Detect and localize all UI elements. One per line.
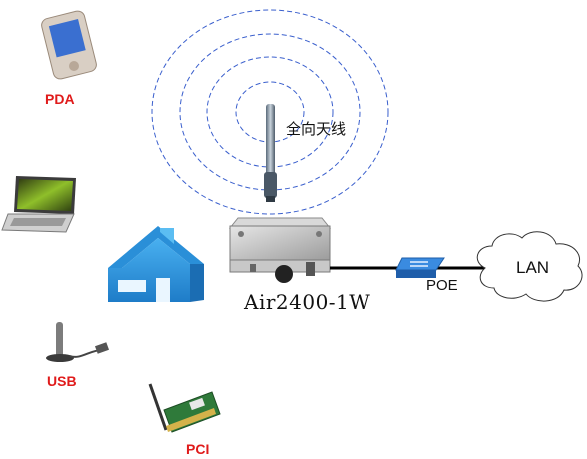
wave-ring-4: [151, 9, 389, 215]
pda-label: PDA: [45, 91, 75, 107]
poe-switch-icon: [395, 257, 445, 278]
usb-adapter-icon: [46, 322, 110, 362]
house-icon: [108, 226, 204, 302]
pci-card-icon: [148, 383, 221, 433]
omni-antenna-icon: [264, 104, 277, 202]
lan-label: LAN: [516, 258, 550, 277]
access-point-label: Air2400-1W: [244, 290, 371, 314]
access-point-icon: [228, 217, 332, 283]
pda-icon: [41, 10, 97, 80]
usb-label: USB: [47, 373, 77, 389]
lan-cloud-icon: [476, 231, 583, 302]
poe-switch-label: POE: [426, 277, 458, 294]
pci-label: PCI: [186, 441, 210, 457]
antenna-label: 全向天线: [286, 121, 347, 138]
laptop-icon: [1, 176, 76, 233]
